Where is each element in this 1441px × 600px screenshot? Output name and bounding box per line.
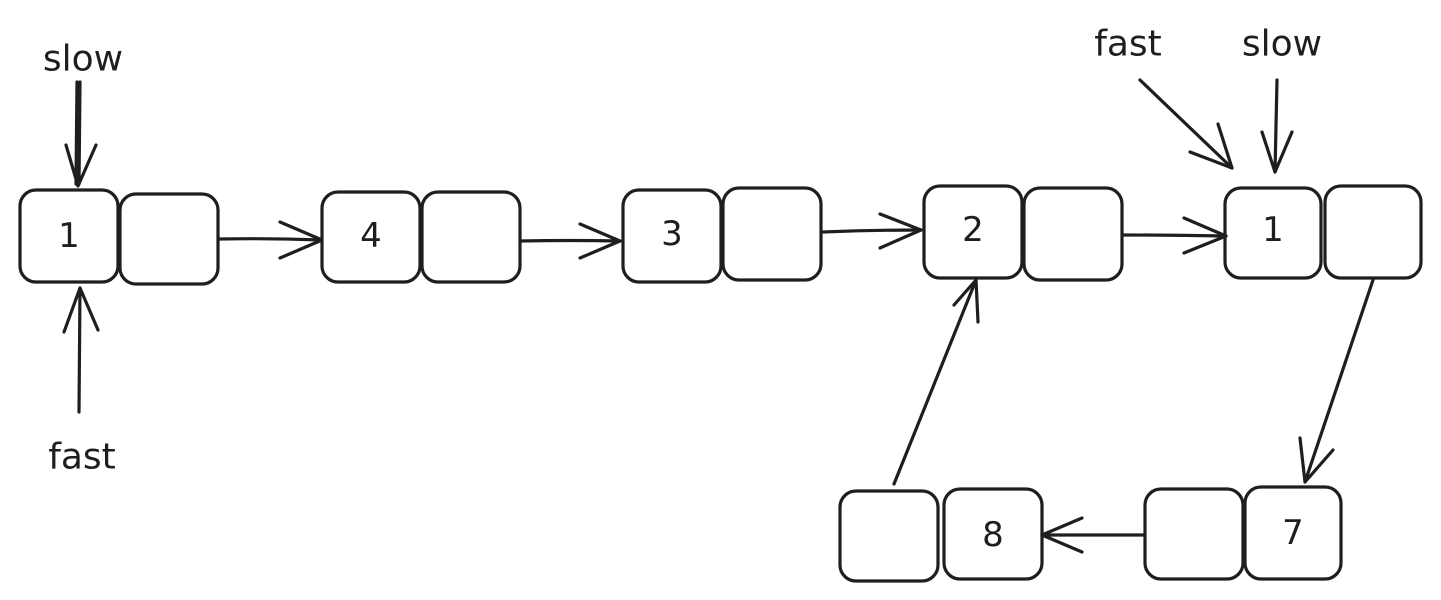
link-arrow-2-to-1: [1122, 216, 1228, 255]
list-node-4: 4: [320, 190, 522, 284]
list-node-2: 2: [922, 184, 1124, 282]
pointer-label-start-slow: slow: [43, 39, 123, 80]
link-arrow-3-to-2: [821, 212, 923, 250]
pointer-label-meet-fast: fast: [1094, 24, 1162, 65]
node-value: 3: [661, 214, 683, 254]
node-value-cell: [922, 184, 1024, 280]
link-arrow-1-to-4: [218, 220, 324, 260]
pointer-arrow-meet-fast: [1138, 78, 1234, 170]
node-value: 7: [1282, 513, 1304, 553]
node-value: 1: [1262, 210, 1284, 250]
node-value: 2: [962, 210, 984, 250]
list-node-1: 1: [18, 188, 220, 286]
node-value-cell: [320, 190, 422, 284]
pointer-label-start-fast: fast: [48, 437, 116, 478]
node-pointer-cell: [721, 186, 823, 282]
node-value-cell: [621, 188, 723, 284]
node-value-cell: [1223, 186, 1323, 280]
node-value-cell: [1243, 485, 1343, 581]
list-node-3: 3: [621, 186, 823, 284]
node-pointer-cell: [420, 190, 522, 284]
node-value: 1: [58, 216, 80, 256]
link-arrow-8-to-2: [892, 278, 980, 486]
list-node-7: 7: [1143, 485, 1343, 581]
pointer-arrow-start-fast: [62, 286, 100, 414]
link-arrow-7-to-8: [1040, 516, 1147, 554]
node-value: 8: [982, 515, 1004, 555]
node-value-cell: [18, 188, 120, 284]
node-pointer-cell: [838, 489, 940, 583]
list-node-8: 8: [838, 487, 1044, 583]
node-pointer-cell: [1143, 487, 1245, 581]
pointer-arrow-start-slow: [64, 80, 98, 188]
node-value: 4: [360, 216, 382, 256]
list-node-1-second: 1: [1223, 184, 1423, 280]
link-arrow-1-to-7: [1298, 278, 1375, 484]
node-pointer-cell: [1323, 184, 1423, 280]
link-arrow-4-to-3: [518, 222, 622, 260]
node-pointer-cell: [1022, 186, 1124, 282]
node-pointer-cell: [118, 192, 220, 286]
pointer-label-meet-slow: slow: [1242, 24, 1322, 65]
pointer-arrow-meet-slow: [1260, 78, 1294, 174]
